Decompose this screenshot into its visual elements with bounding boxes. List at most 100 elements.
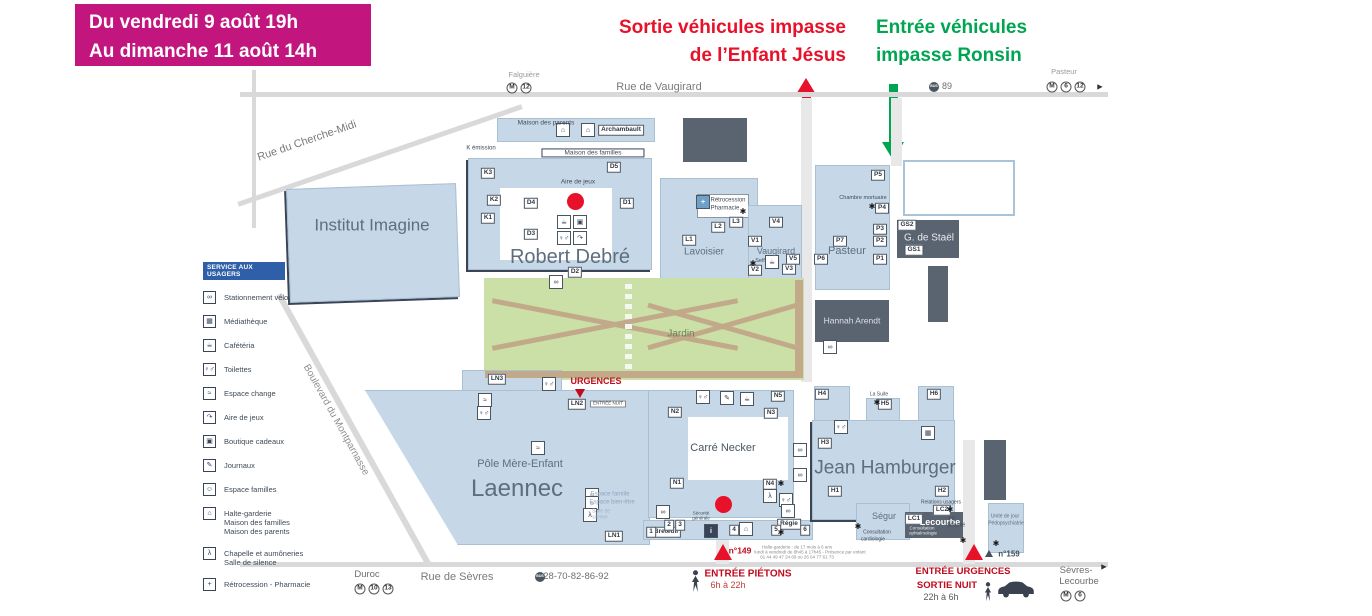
services-legend: SERVICE AUX USAGERS ∞Stationnement vélo▦… xyxy=(203,262,328,591)
legend-item-gift-shop: ▣Boutique cadeaux xyxy=(203,435,328,448)
code-box-h2: H2 xyxy=(934,485,950,497)
code-box-v1: V1 xyxy=(748,235,762,247)
transit-badge-m-11: M xyxy=(1060,590,1072,602)
pedestrian-entrance-label: ENTRÉE PIÉTONS xyxy=(704,568,792,580)
code-box-h5: H5 xyxy=(877,398,893,410)
legend-item-family-space: ☺Espace familles xyxy=(203,483,328,496)
legend-item-label: Journaux xyxy=(224,461,255,470)
night-exit-label: SORTIE NUIT xyxy=(916,579,978,591)
bus-lines: 28-70-82-86-92 xyxy=(543,570,609,582)
map-label-consultation: Consultation xyxy=(863,529,891,536)
code-box-n5: N5 xyxy=(770,390,786,402)
code-box-ln3: LN3 xyxy=(487,373,507,385)
building-name-hannah-arendt: Hannah Arendt xyxy=(823,315,881,326)
map-label-chambre-mortuaire: Chambre mortuaire xyxy=(839,194,887,201)
map-label-espace-famille: Espace famille xyxy=(590,491,630,498)
toilets-icon: ♀♂ xyxy=(542,377,556,391)
code-box-h6: H6 xyxy=(926,388,942,400)
building-name-g-de-stael: G. de Staël xyxy=(903,232,955,244)
defib-marker-8: ✱ xyxy=(959,536,967,545)
bike-icon: ∞ xyxy=(823,340,837,354)
carre-necker-courtyard xyxy=(688,417,788,480)
transit-badge-12-1: 12 xyxy=(520,82,532,94)
house-icon: ⌂ xyxy=(581,123,595,137)
legend-items: ∞Stationnement vélo▦Médiathèque☕Cafétéri… xyxy=(203,291,328,591)
red-marker-aire-de-jeux xyxy=(566,192,584,210)
code-box-l3: L3 xyxy=(729,216,743,228)
urgences-marker xyxy=(575,389,585,398)
map-label-aire-de-jeux: Aire de jeux xyxy=(560,178,596,186)
dark-annex-2 xyxy=(984,440,1006,500)
defib-marker-2: ✱ xyxy=(868,202,876,211)
legend-item-playground: ↷Aire de jeux xyxy=(203,411,328,424)
code-box-ln2: LN2 xyxy=(567,398,587,410)
code-box-ln1: LN1 xyxy=(604,530,624,542)
toilets-icon: ♀♂ xyxy=(203,363,216,376)
transit-badge-m-3: M xyxy=(1046,81,1058,93)
legend-item-label: Cafétéria xyxy=(224,341,255,350)
pharmacy-icon: + xyxy=(696,195,710,209)
house-icon: ⌂ xyxy=(556,123,570,137)
map-label-01-44-49-47-24-69-ou-26-64-77-61-73: 01 44 49 47 24 69 ou 26 64 77 61 73 xyxy=(760,554,834,560)
code-box-n1: N1 xyxy=(669,477,685,489)
building-name-vaugirard: Vaugirard xyxy=(756,246,796,257)
legend-item-toilets: ♀♂ Toilettes xyxy=(203,363,328,376)
garden-path-6 xyxy=(625,284,632,372)
map-label-self: Self xyxy=(755,257,765,264)
legend-item-cafeteria: ☕Cafétéria xyxy=(203,339,328,352)
map-label-salle-de: Salle de xyxy=(591,508,611,515)
newspapers-icon: ✎ xyxy=(203,459,216,472)
code-box-h4: H4 xyxy=(814,388,830,400)
code-box-d2: D2 xyxy=(567,266,583,278)
legend-item-label: Aire de jeux xyxy=(224,413,264,422)
map-label-r-trocession: Rétrocession xyxy=(710,197,746,204)
legend-item-label: Toilettes xyxy=(224,365,252,374)
defib-marker-4: ✱ xyxy=(777,479,785,488)
pedestrian-entrance-hours: 6h à 22h xyxy=(710,580,746,591)
banner-line-2: Au dimanche 11 août 14h xyxy=(89,41,318,63)
station-duroc: Duroc xyxy=(354,568,380,580)
impasse-enfant-jesus xyxy=(801,98,812,382)
code-box-v3: V3 xyxy=(782,263,796,275)
chapel-icon: λ xyxy=(763,489,777,503)
code-box-régie: Régie xyxy=(777,518,801,530)
changing-icon: ≈ xyxy=(531,441,545,455)
code-box-l2: L2 xyxy=(711,221,725,233)
legend-item-label: Boutique cadeaux xyxy=(224,437,285,446)
code-box-l1: L1 xyxy=(682,234,696,246)
code-box-6: 6 xyxy=(800,524,810,536)
map-label-maison-des-parents: Maison des parents xyxy=(517,119,575,127)
pedestrian-icon xyxy=(691,570,700,592)
map-label-s-curit-: Sécurité xyxy=(692,510,710,516)
banner-line-1: Du vendredi 9 août 19h xyxy=(89,12,299,33)
code-box-k1: K1 xyxy=(480,212,496,224)
building-name-robert-debre: Robert Debré xyxy=(509,246,631,268)
white-building-ne xyxy=(903,160,1015,216)
code-box-lc2: LC2 xyxy=(932,504,952,516)
defib-marker-5: ✱ xyxy=(777,528,785,537)
garden-path-1 xyxy=(795,280,803,378)
transit-badge-12-5: 12 xyxy=(1074,81,1086,93)
vehicle-entry-annotation: Entrée véhicules impasse Ronsin xyxy=(876,14,1096,69)
media-library-icon: ▦ xyxy=(203,315,216,328)
dark-annex-1 xyxy=(928,266,948,322)
legend-item-bike-parking: ∞Stationnement vélo xyxy=(203,291,328,304)
segur-building xyxy=(856,503,910,540)
gate-building xyxy=(643,520,813,540)
code-box-p2: P2 xyxy=(873,235,887,247)
map-label-la-suite: La Suite xyxy=(869,391,889,398)
changing-space-icon: ≈ xyxy=(203,387,216,400)
code-box-p7: P7 xyxy=(833,235,847,247)
defib-marker-0: ✱ xyxy=(739,207,747,216)
bike-icon: ∞ xyxy=(781,504,795,518)
self-icon: ☕ xyxy=(765,255,779,269)
building-name-jean-hamburger: Jean Hamburger xyxy=(814,457,956,479)
map-label-unit-de-jour: Unité de jour xyxy=(990,513,1020,520)
garden-label: Jardin xyxy=(667,328,695,340)
transit-badge-bus-10: BUS xyxy=(535,572,545,582)
map-label-pc: PC xyxy=(948,516,956,523)
toilets-icon: ♀♂ xyxy=(779,493,793,507)
legend-item-newspapers: ✎ Journaux xyxy=(203,459,328,472)
